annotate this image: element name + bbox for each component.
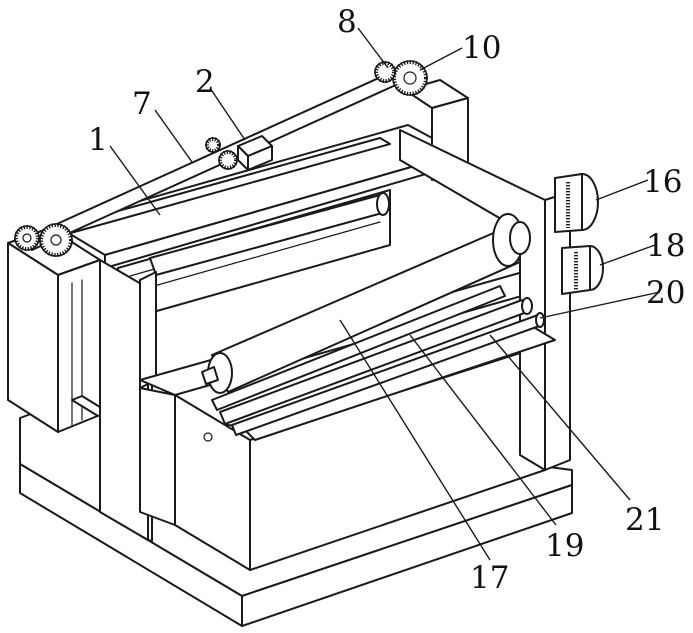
label-16: 16 bbox=[643, 164, 682, 200]
label-2: 2 bbox=[195, 64, 215, 100]
label-20: 20 bbox=[646, 275, 685, 311]
label-8: 8 bbox=[337, 4, 357, 40]
left-column bbox=[7, 227, 109, 433]
main-roller bbox=[201, 213, 531, 394]
part-labels: 1 2 7 8 10 16 17 18 19 20 21 bbox=[88, 4, 685, 596]
label-19: 19 bbox=[545, 528, 584, 564]
leader-lines bbox=[109, 27, 661, 561]
motors bbox=[554, 173, 604, 295]
lower-rods bbox=[211, 285, 545, 436]
label-7: 7 bbox=[132, 86, 152, 122]
top-drive-assembly bbox=[14, 60, 428, 257]
label-10: 10 bbox=[462, 30, 501, 66]
label-17: 17 bbox=[470, 560, 509, 596]
label-21: 21 bbox=[625, 502, 664, 538]
label-18: 18 bbox=[646, 228, 685, 264]
label-1: 1 bbox=[88, 122, 108, 158]
